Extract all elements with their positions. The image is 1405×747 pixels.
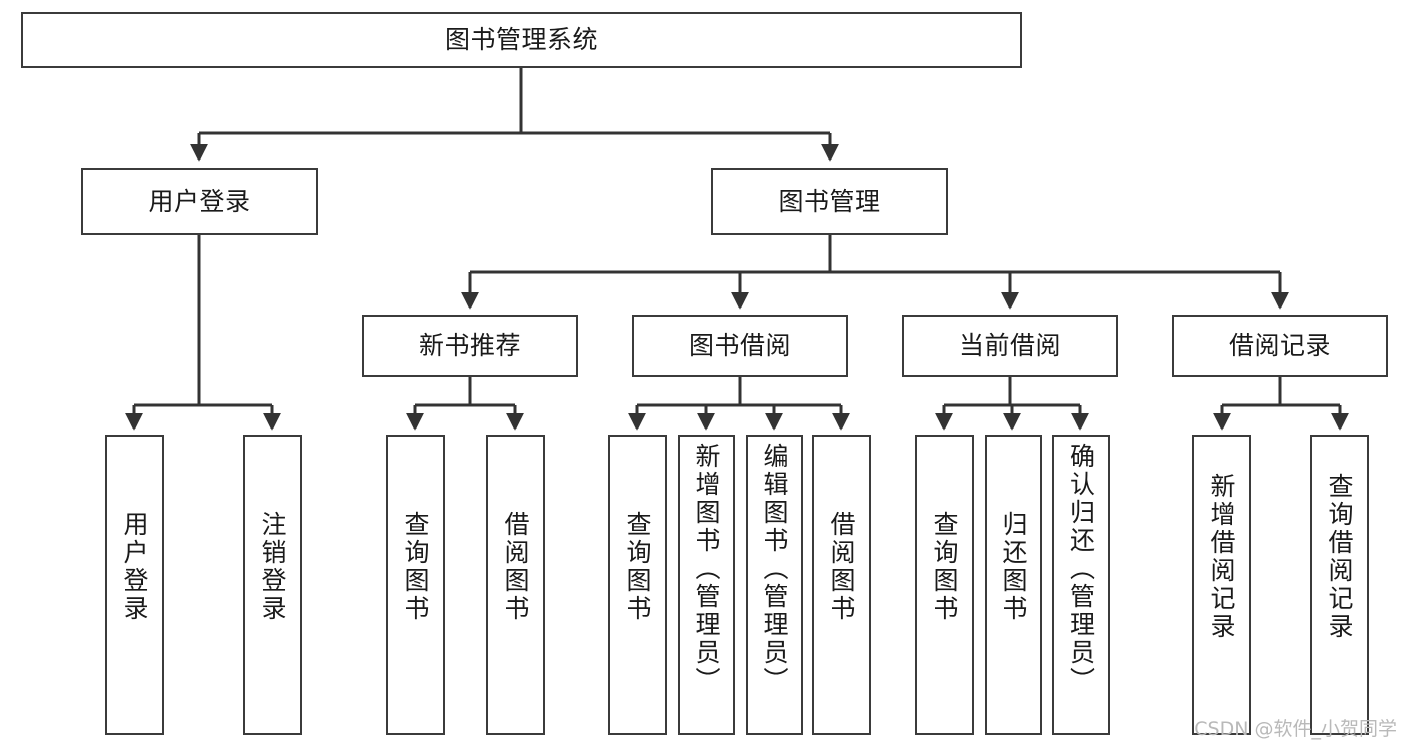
node-leaf-query-book-3[interactable]: 查询图书 [915, 435, 974, 735]
node-leaf-edit-book-label: 编辑图书（管理员） [760, 443, 789, 695]
node-leaf-return-book[interactable]: 归还图书 [985, 435, 1042, 735]
csdn-watermark: CSDN @软件_小贺同学 [1194, 718, 1397, 740]
node-book-management[interactable]: 图书管理 [711, 168, 948, 235]
node-leaf-borrow-book-1-label: 借阅图书 [501, 511, 530, 623]
node-leaf-add-book-label: 新增图书（管理员） [692, 443, 721, 695]
node-leaf-borrow-book-2-label: 借阅图书 [827, 511, 856, 623]
node-new-book-recommend[interactable]: 新书推荐 [362, 315, 578, 377]
node-book-management-label: 图书管理 [778, 186, 881, 216]
node-leaf-logout-login[interactable]: 注销登录 [243, 435, 302, 735]
node-leaf-user-login[interactable]: 用户登录 [105, 435, 164, 735]
node-leaf-add-record-label: 新增借阅记录 [1207, 473, 1236, 641]
node-current-borrow-label: 当前借阅 [958, 331, 1061, 361]
node-borrow-record[interactable]: 借阅记录 [1172, 315, 1388, 377]
node-book-borrow-label: 图书借阅 [688, 331, 791, 361]
node-book-borrow[interactable]: 图书借阅 [632, 315, 848, 377]
node-current-borrow[interactable]: 当前借阅 [902, 315, 1118, 377]
node-leaf-query-book-1[interactable]: 查询图书 [386, 435, 445, 735]
node-root-label: 图书管理系统 [444, 25, 598, 55]
node-new-book-recommend-label: 新书推荐 [418, 331, 521, 361]
node-leaf-user-login-label: 用户登录 [120, 511, 149, 623]
node-leaf-confirm-return[interactable]: 确认归还（管理员） [1052, 435, 1110, 735]
node-leaf-borrow-book-2[interactable]: 借阅图书 [812, 435, 871, 735]
node-leaf-query-book-3-label: 查询图书 [930, 511, 959, 623]
node-leaf-query-book-2-label: 查询图书 [623, 511, 652, 623]
node-leaf-query-record-label: 查询借阅记录 [1325, 473, 1354, 641]
node-leaf-query-record[interactable]: 查询借阅记录 [1310, 435, 1369, 735]
node-leaf-add-book[interactable]: 新增图书（管理员） [678, 435, 735, 735]
node-leaf-query-book-2[interactable]: 查询图书 [608, 435, 667, 735]
node-root[interactable]: 图书管理系统 [21, 12, 1022, 68]
node-leaf-logout-login-label: 注销登录 [258, 511, 287, 623]
node-borrow-record-label: 借阅记录 [1228, 331, 1331, 361]
node-leaf-query-book-1-label: 查询图书 [401, 511, 430, 623]
node-leaf-return-book-label: 归还图书 [999, 511, 1028, 623]
node-user-login-label: 用户登录 [148, 186, 251, 216]
node-leaf-add-record[interactable]: 新增借阅记录 [1192, 435, 1251, 735]
node-leaf-edit-book[interactable]: 编辑图书（管理员） [746, 435, 803, 735]
node-leaf-confirm-return-label: 确认归还（管理员） [1066, 443, 1096, 695]
node-user-login[interactable]: 用户登录 [81, 168, 318, 235]
node-leaf-borrow-book-1[interactable]: 借阅图书 [486, 435, 545, 735]
